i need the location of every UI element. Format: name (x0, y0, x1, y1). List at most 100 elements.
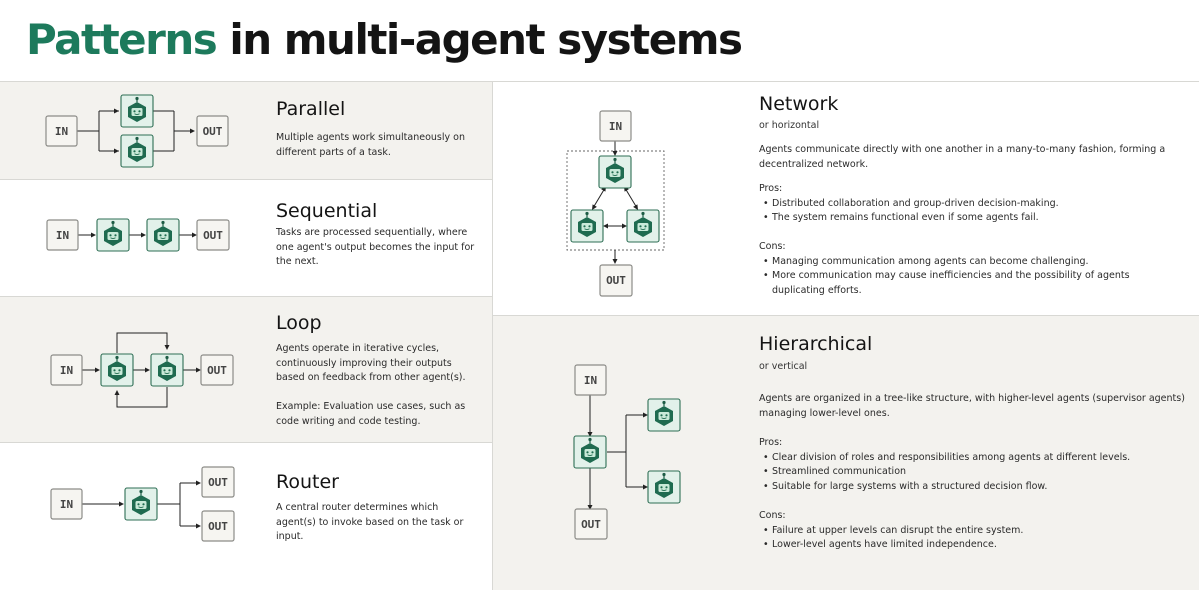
network-desc: Agents communicate directly with one ano… (759, 143, 1165, 172)
parallel-desc: Multiple agents work simultaneously on d… (276, 131, 465, 160)
router-title: Router (276, 471, 339, 493)
network-subtitle: or horizontal (759, 120, 820, 131)
desc-line: based on feedback from other agent(s). (276, 372, 466, 384)
out-label: OUT (203, 125, 223, 138)
network-diagram: IN OUT (566, 110, 665, 297)
desc-line: A central router determines which (276, 502, 439, 513)
in-box (45, 115, 78, 147)
cons-label: Cons: (759, 241, 786, 252)
out-label: OUT (203, 229, 223, 242)
title-accent: Patterns (26, 15, 218, 64)
out-label: OUT (581, 518, 601, 531)
agent-icon (120, 134, 154, 168)
desc-line: one agent's output becomes the input for (276, 241, 475, 253)
agent-icon (570, 209, 604, 243)
desc-line: the next. (276, 256, 319, 268)
out-label: OUT (208, 520, 228, 533)
parallel-diagram: IN OUT (45, 94, 229, 168)
out-box (196, 115, 229, 147)
desc-line: Agents operate in iterative cycles, (276, 343, 440, 354)
out-box (201, 466, 235, 498)
agent-icon (573, 435, 607, 469)
network-title: Network (759, 93, 839, 115)
sequential-panel: IN OUT Sequential Tasks are processed se… (0, 180, 492, 297)
in-label: IN (60, 364, 73, 377)
desc-line: Example: Evaluation use cases, such as (276, 401, 466, 412)
pros-item: Streamlined communication (759, 465, 1130, 480)
in-box (50, 354, 83, 386)
out-box (201, 510, 235, 542)
network-cons: Cons: Managing communication among agent… (759, 240, 1130, 298)
desc-line: Agents communicate directly with one ano… (759, 144, 1166, 155)
agent-icon (598, 155, 632, 189)
sequential-title: Sequential (276, 200, 378, 222)
cons-item: Failure at upper levels can disrupt the … (759, 524, 1023, 539)
sequential-desc: Tasks are processed sequentially, where … (276, 226, 474, 270)
network-pros: Pros: Distributed collaboration and grou… (759, 182, 1059, 226)
desc-line: Agents are organized in a tree-like stru… (759, 393, 1185, 404)
hierarchical-panel: IN OUT Hierarchical or vertical Agents a… (493, 316, 1199, 590)
network-panel: IN OUT Network or horizontal Agents comm… (493, 82, 1199, 316)
agent-icon (146, 218, 180, 252)
hierarchical-pros: Pros: Clear division of roles and respon… (759, 436, 1130, 494)
cons-item: More communication may cause inefficienc… (759, 269, 1130, 284)
agent-icon (647, 398, 681, 432)
desc-line: managing lower-level ones. (759, 407, 890, 419)
desc-line: input. (276, 531, 304, 543)
agent-icon (96, 218, 130, 252)
hierarchical-subtitle: or vertical (759, 361, 808, 372)
desc-line: decentralized network. (759, 158, 869, 170)
out-box (200, 354, 234, 386)
loop-title: Loop (276, 312, 322, 334)
in-box (50, 488, 83, 520)
hierarchical-desc: Agents are organized in a tree-like stru… (759, 392, 1185, 421)
loop-desc: Agents operate in iterative cycles, cont… (276, 342, 466, 386)
in-label: IN (60, 498, 73, 511)
hierarchical-title: Hierarchical (759, 333, 873, 355)
column-divider (492, 82, 493, 590)
desc-line: code writing and code testing. (276, 415, 421, 427)
parallel-title: Parallel (276, 98, 346, 120)
title-rest: in multi-agent systems (229, 15, 743, 64)
agent-icon (626, 209, 660, 243)
out-label: OUT (606, 274, 626, 287)
agent-icon (150, 353, 184, 387)
out-label: OUT (207, 364, 227, 377)
pros-label: Pros: (759, 183, 783, 194)
sequential-diagram: IN OUT (46, 218, 230, 252)
pros-item: Suitable for large systems with a struct… (759, 480, 1130, 495)
in-label: IN (584, 374, 597, 387)
cons-item-continued: duplicating efforts. (772, 284, 862, 296)
agent-icon (124, 487, 158, 521)
in-label: IN (609, 120, 622, 133)
in-box (574, 364, 607, 396)
desc-line: different parts of a task. (276, 146, 391, 158)
pros-item: Distributed collaboration and group-driv… (759, 197, 1059, 212)
out-label: OUT (208, 476, 228, 489)
in-box (46, 219, 79, 251)
in-label: IN (56, 229, 69, 242)
desc-line: continuously improving their outputs (276, 357, 452, 369)
parallel-panel: IN OUT Parallel Multiple agents work sim… (0, 82, 492, 180)
loop-example: Example: Evaluation use cases, such as c… (276, 400, 465, 429)
loop-diagram: IN OUT (50, 332, 234, 408)
hierarchical-cons: Cons: Failure at upper levels can disrup… (759, 509, 1023, 553)
agent-icon (120, 94, 154, 128)
cons-item: Managing communication among agents can … (759, 255, 1130, 270)
pros-item: Clear division of roles and responsibili… (759, 451, 1130, 466)
in-box (599, 110, 632, 142)
cons-item: Lower-level agents have limited independ… (759, 538, 1023, 553)
loop-panel: IN OUT Loop Agents operate in iterative … (0, 297, 492, 443)
router-desc: A central router determines which agent(… (276, 501, 463, 545)
out-box (574, 508, 608, 540)
desc-line: Tasks are processed sequentially, where (276, 227, 468, 238)
router-diagram: IN OUT OUT (50, 466, 235, 542)
hierarchical-diagram: IN OUT (573, 364, 681, 540)
pros-label: Pros: (759, 437, 783, 448)
in-label: IN (55, 125, 68, 138)
desc-line: agent(s) to invoke based on the task or (276, 516, 464, 528)
out-box (196, 219, 230, 251)
router-panel: IN OUT OUT Router A central router deter… (0, 443, 492, 590)
desc-line: Multiple agents work simultaneously on (276, 132, 465, 143)
page-title: Patterns in multi-agent systems (26, 14, 743, 66)
